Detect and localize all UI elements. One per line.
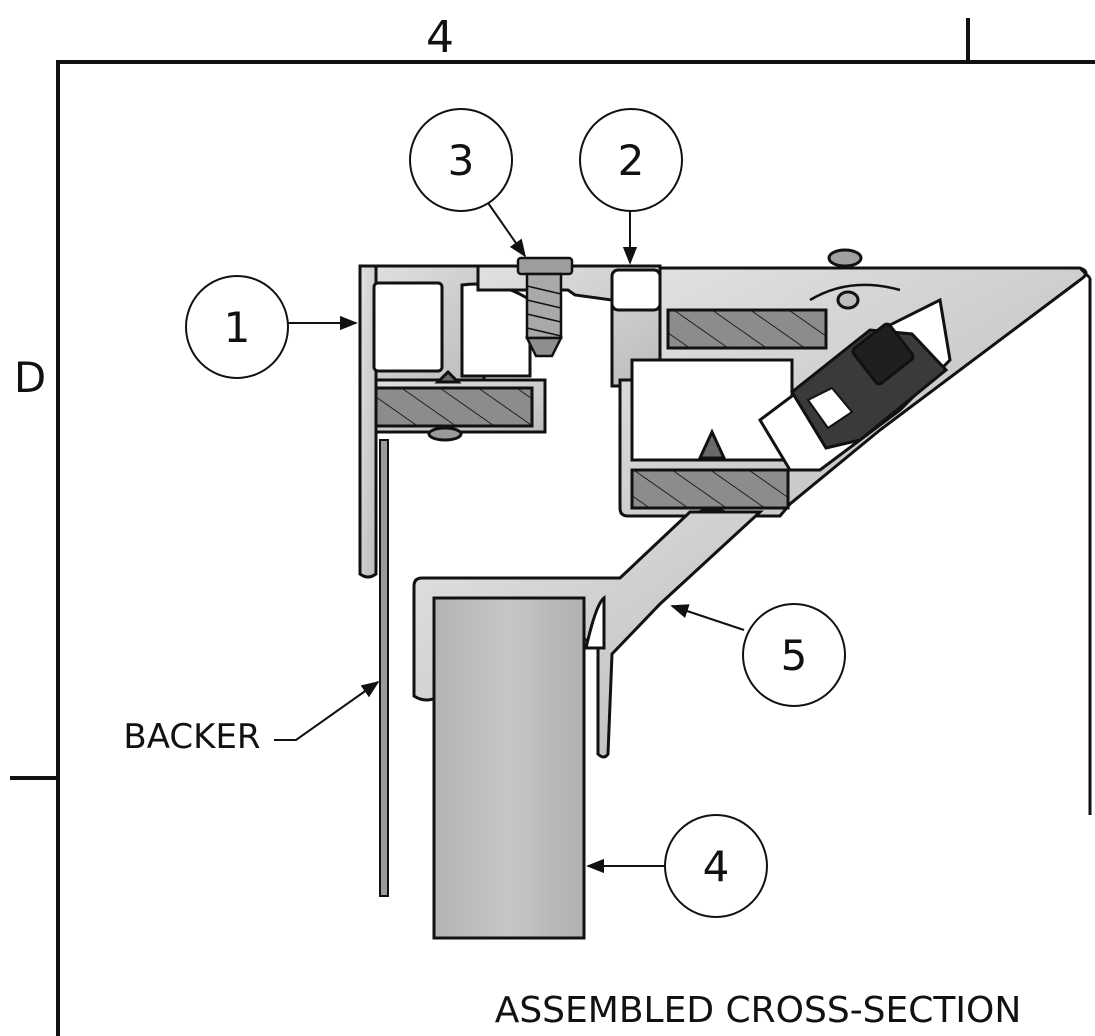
zone-row-label: D — [14, 353, 46, 402]
svg-text:4: 4 — [703, 842, 730, 891]
zone-column-label: 4 — [426, 12, 454, 63]
balloon-5: 5 — [742, 603, 846, 707]
svg-text:2: 2 — [618, 136, 645, 185]
view-title: ASSEMBLED CROSS-SECTION — [495, 990, 1022, 1031]
balloon-2: 2 — [579, 108, 683, 212]
leader-lines — [274, 199, 745, 874]
part-5-bracket — [412, 510, 764, 759]
part-4-block — [432, 596, 586, 940]
drawing-border — [10, 18, 1095, 1036]
backer-label: BACKER — [123, 717, 260, 757]
right-miter-profile — [618, 248, 1092, 815]
balloon-3: 3 — [409, 108, 513, 212]
backer-panel — [379, 439, 389, 897]
svg-text:3: 3 — [448, 136, 475, 185]
balloon-4: 4 — [664, 814, 768, 918]
part-3-screw — [516, 256, 574, 358]
svg-text:1: 1 — [224, 303, 251, 352]
svg-text:5: 5 — [781, 631, 808, 680]
balloon-1: 1 — [185, 275, 289, 379]
